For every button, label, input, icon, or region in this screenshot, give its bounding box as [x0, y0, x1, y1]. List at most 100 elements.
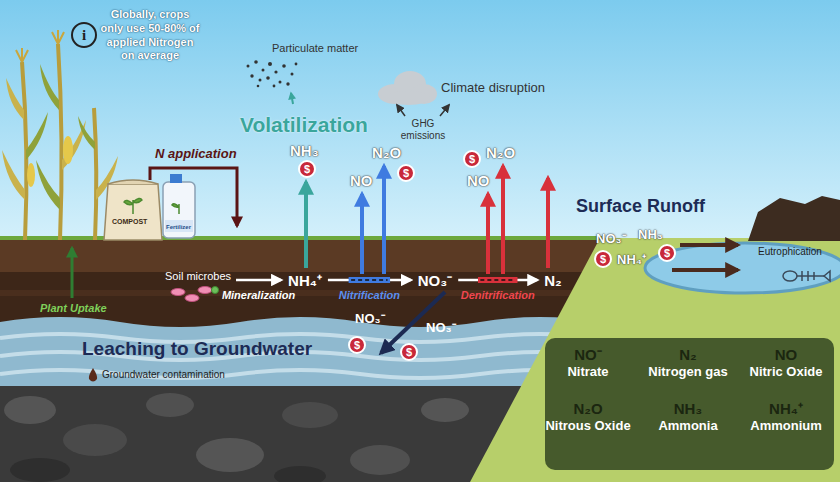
- bedrock: [282, 402, 338, 428]
- pond: [645, 243, 840, 293]
- cost-coin: $: [400, 343, 418, 361]
- impact-label: Eutrophication: [758, 246, 822, 257]
- region-heading: Surface Runoff: [576, 196, 705, 217]
- fish-skeleton: [797, 275, 824, 277]
- jug-label: Fertilizer: [166, 224, 191, 230]
- corn-plants: [16, 30, 64, 62]
- corn-plants: [78, 116, 95, 150]
- key-entry: N₂ONitrous Oxide: [545, 400, 631, 434]
- runoff-label: NO₃⁻: [596, 229, 626, 247]
- particulate-dots: [250, 74, 253, 77]
- key-entry: NO⁻Nitrate: [545, 346, 631, 380]
- node-title: NH₄⁺: [285, 269, 325, 291]
- node-title: NO⁻: [545, 346, 631, 364]
- impact-label: Particulate matter: [272, 42, 358, 54]
- ghg-arrow: [397, 105, 405, 116]
- particulate-dots: [286, 82, 289, 85]
- process-heading: Volatilization: [240, 113, 368, 137]
- rocks: [748, 196, 840, 241]
- particulate-dots: [295, 63, 298, 66]
- fish-skeleton: [783, 271, 797, 281]
- node-title: Soil microbes: [163, 269, 233, 283]
- node-body: Nitrogen gas: [645, 364, 731, 380]
- cost-coin: $: [658, 244, 676, 262]
- process-label: N application: [155, 146, 237, 161]
- runoff-arrow: [672, 268, 738, 272]
- microbes: [171, 287, 219, 302]
- fertilizer-jug: [172, 204, 179, 214]
- key-entry: NH₃Ammonia: [645, 400, 731, 434]
- microbes: [171, 289, 185, 296]
- node-title: N₂O: [545, 400, 631, 418]
- gas-label: N₂O: [372, 144, 401, 161]
- fish-skeleton: [813, 272, 815, 280]
- leaching-label: NO₃⁻: [355, 309, 385, 327]
- process-label: Plant Uptake: [40, 302, 107, 314]
- note-text: Globally, crops only use 50-80% of appli…: [100, 8, 200, 63]
- grass-line: [0, 236, 602, 240]
- particulate-dots: [273, 85, 276, 88]
- node-body: Nitric Oxide: [743, 364, 829, 380]
- particulate-dots: [259, 79, 262, 82]
- particulate-dots: [282, 64, 286, 68]
- cost-coin: $: [397, 164, 415, 182]
- cloud: [378, 71, 437, 105]
- key-entry: NH₄⁺Ammonium: [743, 400, 829, 434]
- process-bar: [478, 277, 518, 283]
- key-entry: NONitric Oxide: [743, 346, 829, 380]
- corn-plants: [36, 160, 60, 210]
- compost-bag: [104, 180, 162, 240]
- denitrification-gas-arrow: [501, 166, 505, 274]
- fertilizer-jug: [170, 174, 182, 183]
- fertilizer-jug: [165, 220, 193, 232]
- particulate-dots: [247, 60, 298, 87]
- compound-node: NO₃⁻: [415, 269, 455, 291]
- ghg-arrow: [440, 105, 449, 116]
- compound-node: N₂: [541, 271, 565, 290]
- fish-skeleton: [783, 271, 830, 281]
- sky: [0, 0, 840, 240]
- microbes: [198, 287, 212, 294]
- gas-label: NH₃: [290, 142, 319, 159]
- gas-label: NO: [350, 172, 373, 189]
- particulate-dots: [268, 62, 272, 66]
- bedrock: [146, 393, 194, 417]
- node-body: Ammonium: [743, 418, 829, 434]
- water-drop: [89, 368, 97, 382]
- compound-node: NH₄⁺: [285, 269, 325, 291]
- particulate-dots: [279, 81, 282, 84]
- corn-plants: [63, 136, 73, 164]
- corn-plants: [58, 44, 62, 240]
- gas-label: NO: [467, 172, 490, 189]
- process-bar-dash: [351, 279, 387, 281]
- particulate-dots: [274, 70, 277, 73]
- particulate-dots: [247, 65, 250, 68]
- cost-coin: $: [594, 250, 612, 268]
- process-bar-dash: [480, 279, 515, 281]
- bedrock: [196, 438, 264, 472]
- compost-bag: [124, 198, 142, 214]
- compost-bag: [104, 184, 162, 240]
- node-title: NO: [743, 346, 829, 364]
- groundwater-band: [0, 317, 600, 388]
- process-label: Denitrification: [461, 289, 535, 301]
- groundwater-band: [0, 317, 600, 388]
- microbes: [185, 295, 199, 302]
- denitrification-gas-arrow: [546, 178, 550, 268]
- node-body: Nitrous Oxide: [545, 418, 631, 434]
- key-entry: N₂Nitrogen gas: [645, 346, 731, 380]
- corn-plants: [40, 64, 59, 110]
- particulate-dots: [291, 73, 294, 76]
- node-title: N₂: [645, 346, 731, 364]
- cost-coin: $: [298, 160, 316, 178]
- connector-group: [328, 277, 411, 283]
- node-title: N₂: [541, 271, 565, 290]
- application-arrow: [150, 168, 237, 226]
- corn-plants: [2, 150, 25, 200]
- process-label: Mineralization: [222, 289, 295, 301]
- bedrock: [63, 424, 127, 456]
- gas-label: N₂O: [486, 144, 515, 161]
- microbe-label: Soil microbes: [163, 269, 233, 283]
- node-title: NH₃: [645, 400, 731, 418]
- runoff-arrow: [680, 243, 738, 247]
